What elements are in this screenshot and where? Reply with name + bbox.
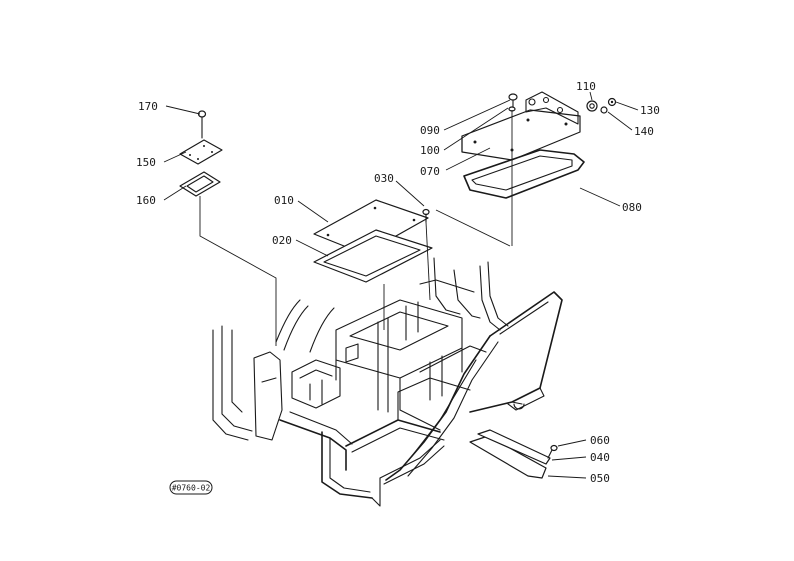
bolt-130 (607, 97, 617, 107)
label-020: 020 (272, 234, 292, 247)
reference-code: #0760-02 (172, 484, 211, 493)
washer-140 (600, 106, 608, 114)
small-gasket-160 (179, 171, 221, 197)
rear-cover-plate (461, 91, 581, 161)
small-cover-plate-150 (179, 139, 223, 165)
rear-gasket (463, 149, 585, 199)
label-060: 060 (590, 434, 610, 447)
label-170: 170 (138, 100, 158, 113)
step-mat-040 (477, 429, 551, 465)
part-labels: 170 150 160 010 020 030 090 100 070 080 … (136, 80, 660, 485)
cover-gasket-020 (313, 229, 433, 283)
label-140: 140 (634, 125, 654, 138)
grommet-110 (586, 100, 598, 112)
label-040: 040 (590, 451, 610, 464)
label-070: 070 (420, 165, 440, 178)
label-090: 090 (420, 124, 440, 137)
label-010: 010 (274, 194, 294, 207)
label-080: 080 (622, 201, 642, 214)
label-100: 100 (420, 144, 440, 157)
label-150: 150 (136, 156, 156, 169)
label-130: 130 (640, 104, 660, 117)
screw-170 (197, 110, 207, 139)
bolt-090 (508, 93, 518, 109)
screw-030 (422, 208, 430, 223)
label-050: 050 (590, 472, 610, 485)
label-160: 160 (136, 194, 156, 207)
label-110: 110 (576, 80, 596, 93)
leader-lines (163, 91, 639, 479)
label-030: 030 (374, 172, 394, 185)
frame-body (212, 257, 563, 507)
reference-badge: #0760-02 (169, 480, 213, 495)
screw-060 (547, 444, 558, 459)
